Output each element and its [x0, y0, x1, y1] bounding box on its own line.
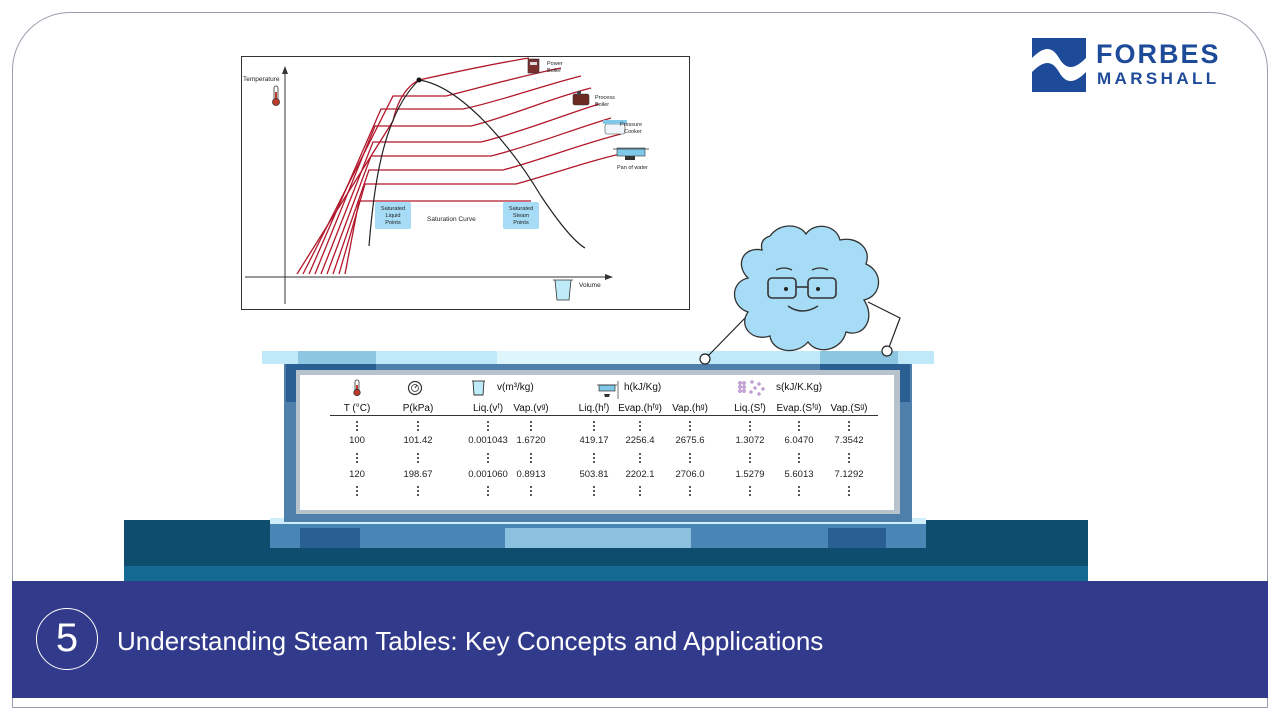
step-number-badge: 5 — [36, 608, 98, 670]
column-header-vapour-volume: Vap.(vᵍ) — [513, 403, 549, 414]
ellipsis-marker — [487, 421, 489, 433]
saturated-liquid-box — [375, 202, 411, 229]
table-cell: 0.001043 — [468, 435, 508, 446]
table-cell: 6.0470 — [784, 435, 814, 446]
table-cell: 1.3072 — [735, 435, 765, 446]
wave-logo-icon — [1032, 38, 1086, 92]
column-header-liquid-enthalpy: Liq.(hᶠ) — [578, 403, 610, 414]
heating-pan-icon — [597, 381, 619, 399]
table-cell: 7.1292 — [834, 469, 864, 480]
ellipsis-marker — [593, 486, 595, 498]
ellipsis-marker — [798, 421, 800, 433]
ellipsis-marker — [848, 453, 850, 465]
beaker-icon — [553, 279, 573, 301]
ellipsis-marker — [530, 453, 532, 465]
saturation-curve-label: Saturation Curve — [427, 216, 476, 223]
ellipsis-marker — [639, 421, 641, 433]
logo-text-marshall: MARSHALL — [1097, 69, 1220, 88]
ellipsis-marker — [487, 486, 489, 498]
table-cell: 100 — [349, 435, 365, 446]
ellipsis-marker — [689, 421, 691, 433]
ellipsis-marker — [417, 486, 419, 498]
ellipsis-marker — [749, 421, 751, 433]
forbes-marshall-logo: FORBES MARSHALL — [1032, 38, 1238, 92]
steam-table: v(m³/kg) h(kJ/Kg) s(kJ/K.Kg) T (°C) P(kP… — [300, 375, 894, 510]
table-cell: 2675.6 — [675, 435, 705, 446]
pan-of-water-label: Pan of water — [617, 165, 648, 171]
specific-volume-header: v(m³/kg) — [497, 382, 534, 393]
ellipsis-marker — [749, 453, 751, 465]
beaker-icon — [472, 380, 485, 396]
ellipsis-marker — [417, 453, 419, 465]
title-banner — [12, 581, 1268, 698]
table-cell: 101.42 — [403, 435, 433, 446]
table-cell: 120 — [349, 469, 365, 480]
table-cell: 2256.4 — [625, 435, 655, 446]
column-header-pressure: P(kPa) — [402, 403, 434, 414]
table-cell: 1.5279 — [735, 469, 765, 480]
ellipsis-marker — [593, 421, 595, 433]
pressure-lines — [296, 57, 630, 275]
ellipsis-marker — [593, 453, 595, 465]
table-cell: 5.6013 — [784, 469, 814, 480]
enthalpy-header: h(kJ/Kg) — [624, 382, 662, 393]
ellipsis-marker — [417, 421, 419, 433]
video-title: Understanding Steam Tables: Key Concepts… — [117, 626, 824, 656]
column-header-vapour-entropy: Vap.(Sᵍ) — [830, 403, 868, 414]
ellipsis-marker — [848, 486, 850, 498]
table-cell: 419.17 — [579, 435, 609, 446]
table-cell: 2706.0 — [675, 469, 705, 480]
table-cell: 503.81 — [579, 469, 609, 480]
ellipsis-marker — [530, 486, 532, 498]
column-header-temperature: T (°C) — [343, 403, 371, 414]
thermometer-icon — [353, 379, 361, 397]
ellipsis-marker — [798, 486, 800, 498]
table-cell: 0.001060 — [468, 469, 508, 480]
ellipsis-marker — [689, 486, 691, 498]
saturation-curve — [368, 79, 586, 249]
column-header-vapour-enthalpy: Vap.(hᵍ) — [672, 403, 708, 414]
molecules-icon — [738, 380, 765, 396]
table-cell: 7.3542 — [834, 435, 864, 446]
ellipsis-marker — [798, 453, 800, 465]
logo-text-forbes: FORBES — [1096, 39, 1221, 69]
column-header-evap-enthalpy: Evap.(hᶠᵍ) — [618, 403, 662, 414]
y-axis-label: Temperature — [243, 76, 280, 83]
thermometer-icon — [272, 85, 280, 106]
ellipsis-marker — [356, 421, 358, 433]
entropy-header: s(kJ/K.Kg) — [776, 382, 823, 393]
column-header-liquid-volume: Liq.(vᶠ) — [472, 403, 504, 414]
ellipsis-marker — [689, 453, 691, 465]
pan-of-water-icon — [613, 147, 649, 160]
table-cell: 198.67 — [403, 469, 433, 480]
ellipsis-marker — [639, 453, 641, 465]
critical-point — [416, 77, 422, 83]
ellipsis-marker — [487, 453, 489, 465]
ellipsis-marker — [356, 486, 358, 498]
saturated-steam-box — [503, 202, 539, 229]
column-header-liquid-entropy: Liq.(Sᶠ) — [734, 403, 766, 414]
ellipsis-marker — [356, 453, 358, 465]
process-boiler-icon — [572, 91, 590, 106]
table-cell: 1.6720 — [516, 435, 546, 446]
ellipsis-marker — [639, 486, 641, 498]
table-cell: 2202.1 — [625, 469, 655, 480]
column-header-evap-entropy: Evap.(Sᶠᵍ) — [776, 403, 822, 414]
table-cell: 0.8913 — [516, 469, 546, 480]
ellipsis-marker — [530, 421, 532, 433]
power-boiler-icon — [527, 58, 540, 74]
ellipsis-marker — [848, 421, 850, 433]
x-axis-label: Volume — [579, 282, 601, 289]
steam-cloud-mascot — [733, 225, 880, 352]
pressure-cooker-icon — [603, 120, 627, 135]
header-divider — [330, 415, 878, 416]
ellipsis-marker — [749, 486, 751, 498]
pressure-gauge-icon — [407, 380, 423, 396]
